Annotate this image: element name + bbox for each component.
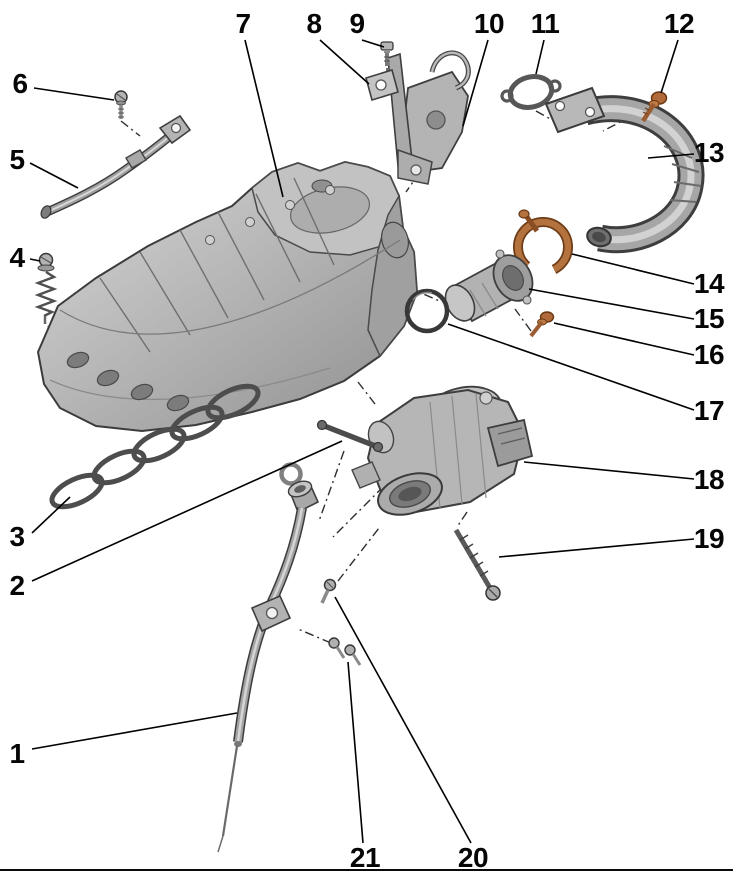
intake-manifold: [36, 160, 419, 433]
bolt-small-upper-left: [114, 90, 128, 119]
callout-11: 11: [530, 8, 560, 39]
copper-bolt-pipe: [641, 91, 668, 123]
runner-port: [166, 394, 190, 412]
callout-18: 18: [693, 464, 725, 495]
runner-port: [130, 383, 154, 401]
gasket-ring: [169, 404, 225, 442]
linkage-bracket: [351, 461, 381, 489]
callout-10: 10: [473, 8, 505, 39]
flange-hole: [584, 106, 596, 118]
bracket-hole: [265, 606, 279, 620]
linkage-rod: [316, 419, 384, 489]
callout-15: 15: [693, 303, 725, 334]
callout-14: 14: [693, 268, 725, 299]
bottom-rule: [0, 869, 733, 871]
bracket-hole: [426, 110, 446, 130]
callout-1: 1: [9, 738, 25, 769]
o-ring-seal: [404, 288, 450, 334]
callout-6: 6: [12, 68, 28, 99]
clamp-screw: [524, 215, 540, 233]
pipe-flange: [544, 86, 606, 134]
bracket-hole: [170, 122, 182, 134]
callout-9: 9: [349, 8, 365, 39]
gasket-ear: [500, 89, 514, 103]
callout-19: 19: [693, 523, 725, 554]
electrical-connector: [486, 418, 534, 468]
callout-3: 3: [9, 521, 25, 552]
callout-5: 5: [9, 144, 25, 175]
flange-gasket: [500, 74, 562, 110]
callout-20: 20: [457, 842, 489, 871]
runner-port: [96, 369, 120, 387]
bracket-hole: [410, 164, 422, 176]
callout-8: 8: [306, 8, 322, 39]
pipe-clip: [125, 149, 147, 169]
egr-connecting-piece: [444, 249, 534, 323]
bolt-with-spring: [34, 252, 58, 324]
egr-pipe: [544, 86, 705, 254]
throttle-flange-port: [381, 221, 409, 259]
long-screw: [453, 528, 501, 601]
runner-port: [66, 351, 90, 369]
callout-13: 13: [693, 137, 725, 168]
flange-hole: [554, 100, 566, 112]
coolant-pipe: [40, 114, 192, 219]
callout-2: 2: [9, 570, 25, 601]
callout-12: 12: [663, 8, 695, 39]
gasket-ring: [205, 383, 261, 421]
valve-bore: [502, 265, 524, 291]
clamp-screw-head: [518, 209, 530, 219]
support-bracket-assembly: [365, 50, 471, 185]
gasket-ear: [548, 79, 562, 93]
callout-17: 17: [693, 395, 725, 426]
dipstick-wire: [221, 745, 239, 837]
bolt-small-lower: [320, 578, 337, 604]
pipe-end-opening: [40, 205, 52, 219]
bolt-shaft: [320, 589, 330, 604]
spring-coil: [34, 270, 58, 318]
bolt-shaft: [641, 102, 656, 123]
callout-7: 7: [235, 8, 251, 39]
callout-16: 16: [693, 339, 725, 370]
callout-4: 4: [9, 242, 25, 273]
bracket-hole: [375, 79, 387, 91]
callout-21: 21: [349, 842, 381, 871]
washer: [37, 264, 55, 272]
